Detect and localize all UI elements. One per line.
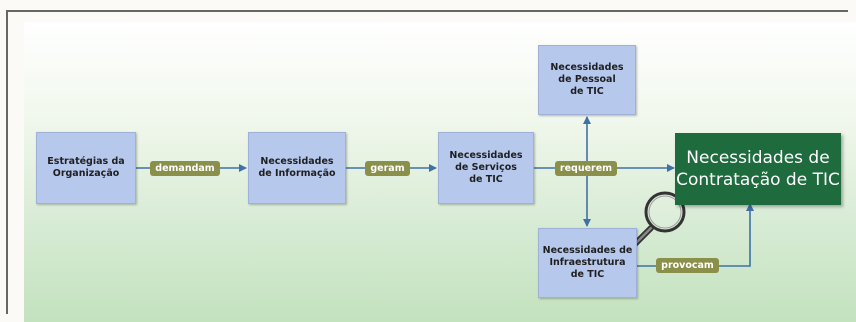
node-contratacao: Necessidades de Contratação de TIC: [675, 133, 841, 205]
node-servicos: Necessidades de Serviços de TIC: [438, 132, 534, 204]
magnifier-icon: [623, 191, 686, 256]
node-pessoal: Necessidades de Pessoal de TIC: [538, 45, 636, 115]
node-estrategias: Estratégias da Organização: [36, 132, 136, 204]
node-informacao: Necessidades de Informação: [248, 132, 346, 204]
label-geram: geram: [365, 161, 410, 176]
label-requerem: requerem: [555, 161, 617, 176]
figure-frame: [6, 10, 848, 314]
label-demandam: demandam: [150, 161, 220, 176]
label-provocam: provocam: [656, 258, 719, 273]
node-infraestrutura: Necessidades de Infraestrutura de TIC: [538, 228, 637, 298]
